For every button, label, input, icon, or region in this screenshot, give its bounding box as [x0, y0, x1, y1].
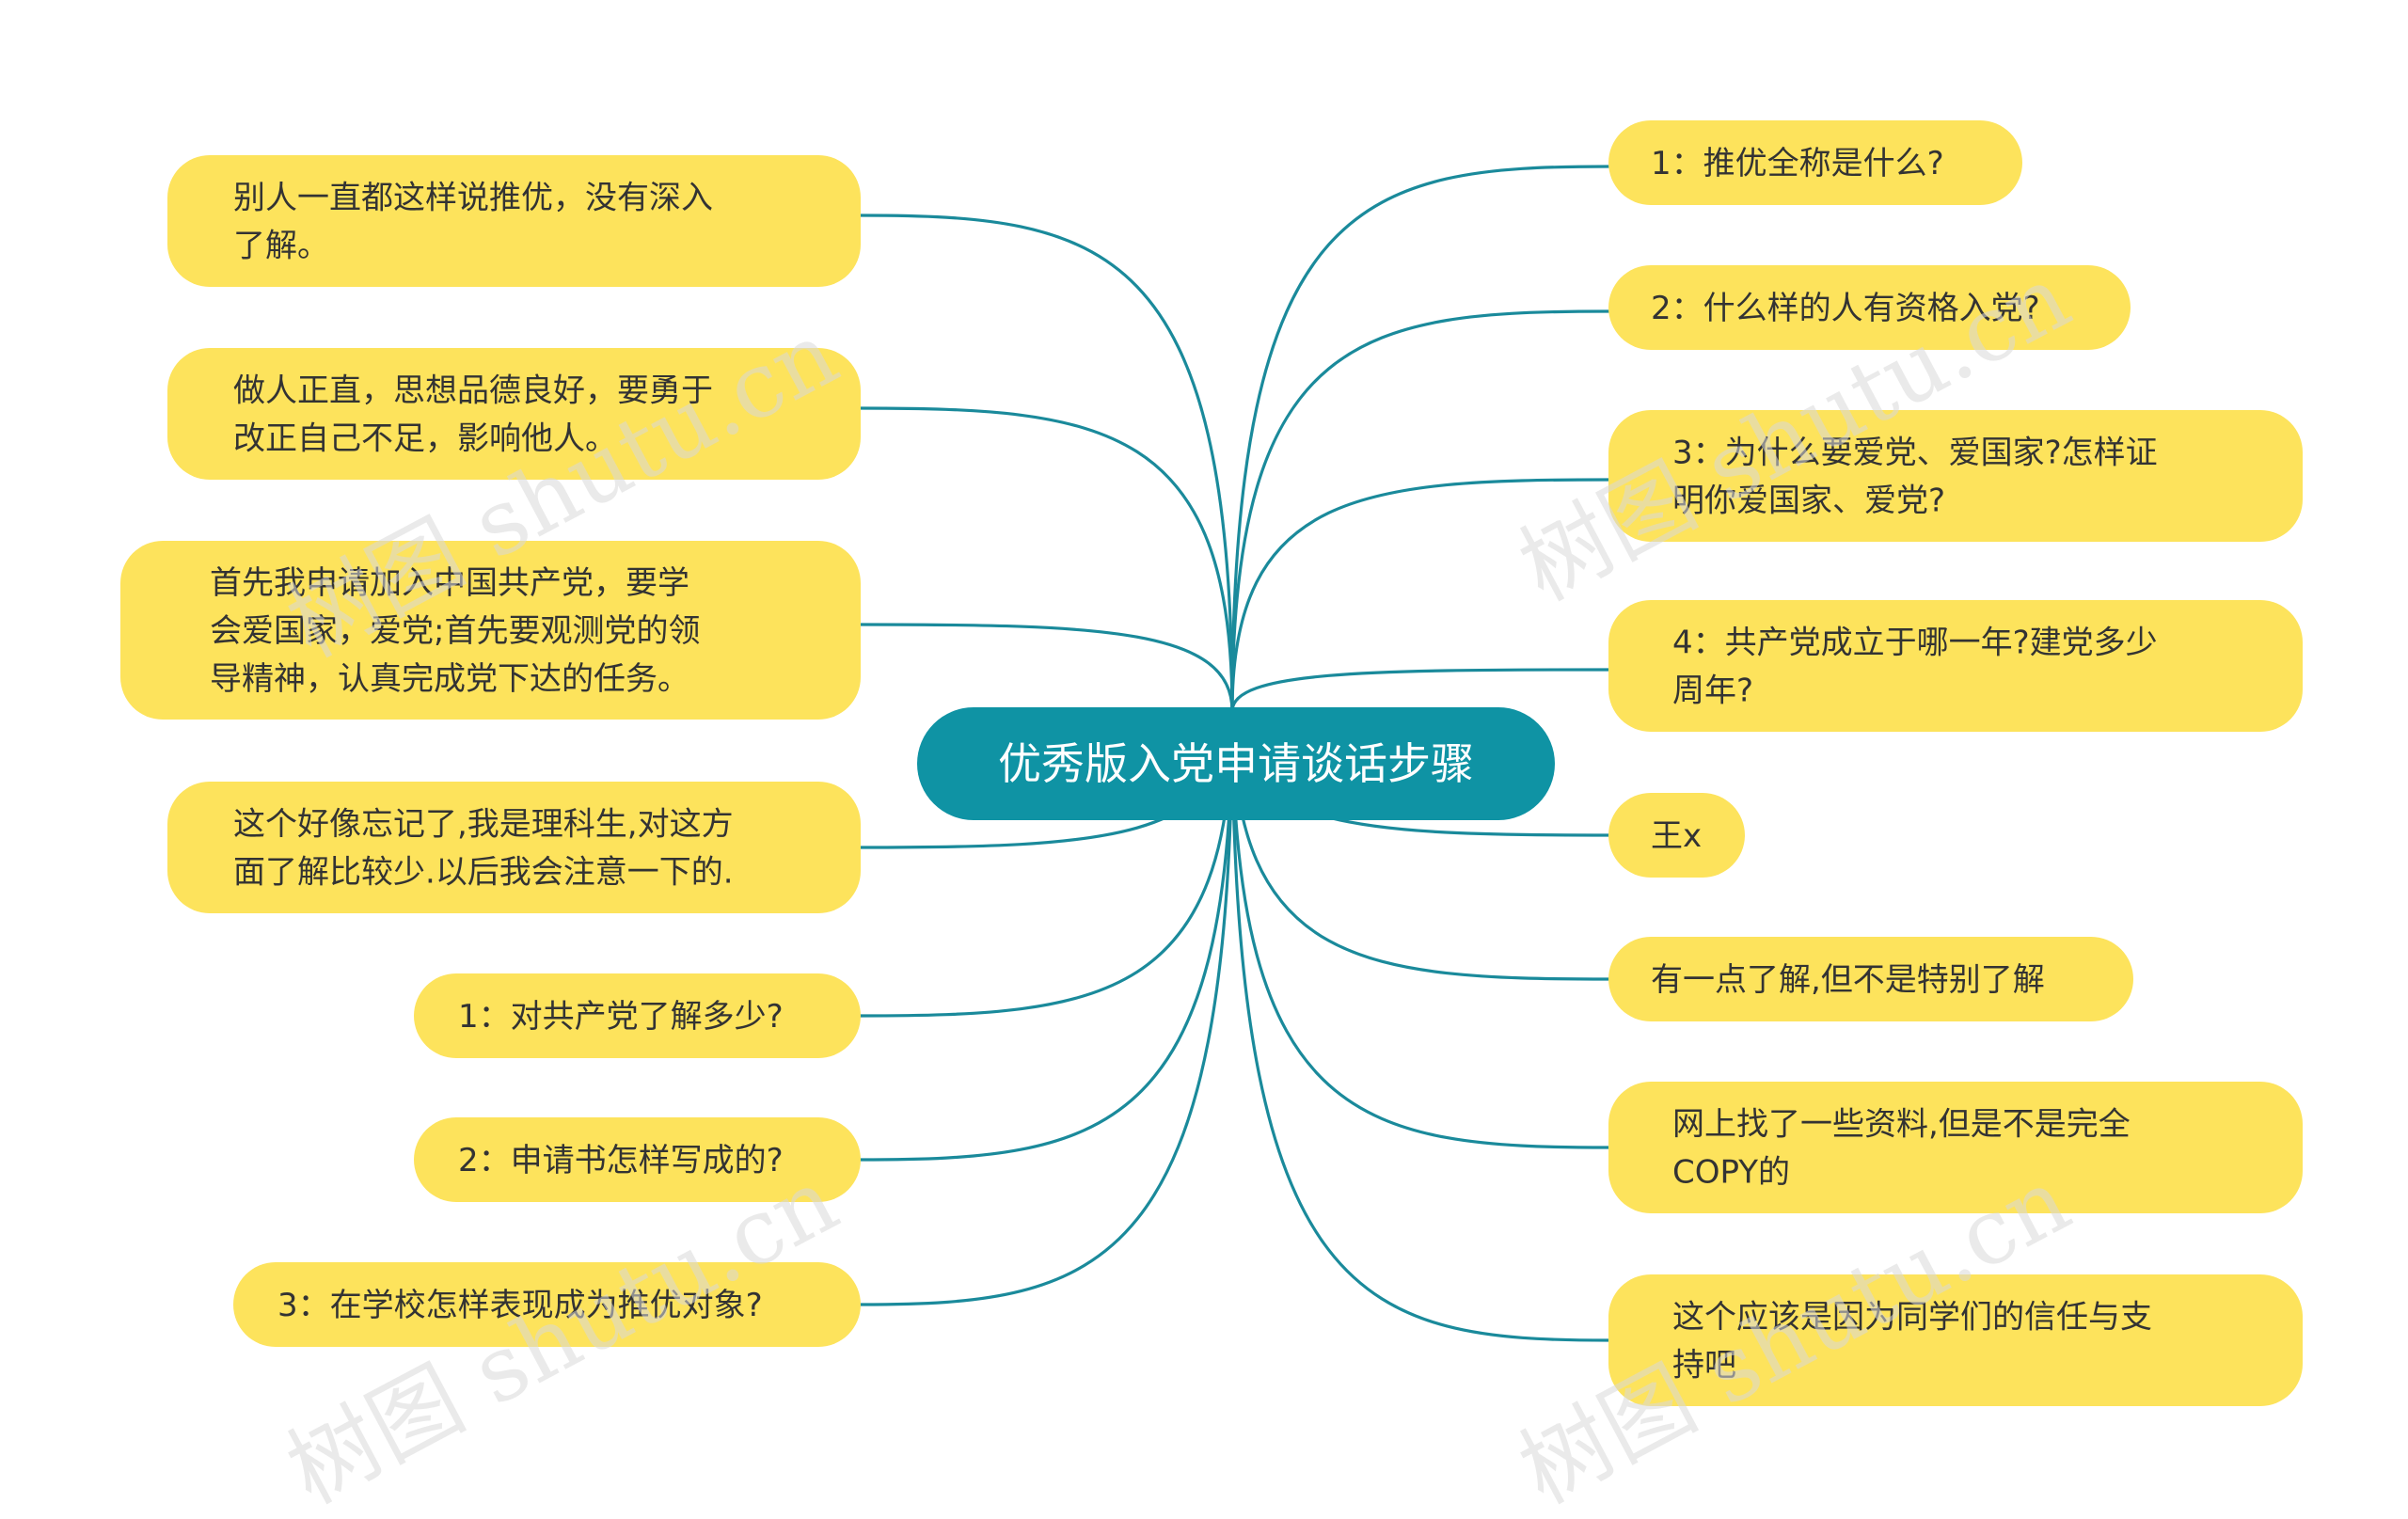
left-node-2-box — [167, 348, 861, 480]
right-node-5[interactable]: 王x — [1608, 793, 1745, 878]
left-node-2-line-2: 改正自己不足，影响他人。 — [233, 420, 617, 458]
left-node-1-box — [167, 155, 861, 287]
center-node[interactable]: 优秀版入党申请谈话步骤 — [917, 707, 1555, 820]
right-node-4-line-1: 4：共产党成立于哪一年?建党多少 — [1672, 625, 2158, 662]
right-node-1-line-1: 1：推优全称是什么? — [1651, 145, 1944, 182]
left-node-3-line-3: 导精神，认真完成党下达的任务。 — [210, 660, 689, 698]
left-node-4-box — [167, 782, 861, 913]
edge-right-1 — [1230, 165, 1610, 713]
right-node-8-line-2: 持吧 — [1672, 1347, 1736, 1385]
right-node-3-line-1: 3：为什么要爱党、爱国家?怎样证 — [1672, 435, 2158, 472]
left-node-7-line-1: 3：在学校怎样表现成为推优对象? — [277, 1287, 763, 1324]
edge-right-2 — [1230, 309, 1610, 713]
right-node-1[interactable]: 1：推优全称是什么? — [1608, 120, 2022, 205]
right-node-7[interactable]: 网上找了一些资料,但是不是完全 COPY的 — [1608, 1082, 2303, 1213]
right-node-3-box — [1608, 410, 2303, 542]
nodes-layer: 别人一直都这样说推优，没有深入了解。做人正直，思想品德良好，要勇于改正自己不足，… — [120, 120, 2303, 1406]
right-node-7-box — [1608, 1082, 2303, 1213]
edge-left-6 — [859, 709, 1234, 1162]
edge-left-3 — [859, 623, 1234, 713]
right-node-8-box — [1608, 1274, 2303, 1406]
edge-left-7 — [859, 709, 1234, 1306]
right-node-5-line-1: 王x — [1651, 817, 1702, 855]
right-node-3-line-2: 明你爱国家、爱党? — [1672, 483, 1945, 520]
right-node-2-line-1: 2：什么样的人有资格入党? — [1651, 290, 2040, 327]
left-node-7[interactable]: 3：在学校怎样表现成为推优对象? — [233, 1262, 861, 1347]
center-node-title: 优秀版入党申请谈话步骤 — [998, 738, 1474, 789]
right-node-6-box — [1608, 937, 2133, 1021]
right-node-7-line-2: COPY的 — [1672, 1154, 1790, 1192]
right-node-4-box — [1608, 600, 2303, 732]
left-node-2-line-1: 做人正直，思想品德良好，要勇于 — [233, 372, 713, 410]
left-node-3-box — [120, 541, 861, 720]
left-node-5[interactable]: 1：对共产党了解多少? — [414, 973, 861, 1058]
left-node-3-line-1: 首先我申请加入中国共产党，要学 — [210, 564, 689, 602]
right-node-2[interactable]: 2：什么样的人有资格入党? — [1608, 265, 2131, 350]
left-node-1-line-2: 了解。 — [233, 228, 329, 265]
right-node-7-line-1: 网上找了一些资料,但是不是完全 — [1672, 1106, 2131, 1144]
right-node-1-box — [1608, 120, 2022, 205]
left-node-7-box — [233, 1262, 861, 1347]
left-node-4-line-1: 这个好像忘记了,我是理科生,对这方 — [233, 806, 734, 844]
right-node-2-box — [1608, 265, 2131, 350]
edge-right-4 — [1230, 668, 1610, 713]
left-node-6-line-1: 2：申请书怎样写成的? — [458, 1142, 784, 1179]
edge-right-3 — [1230, 478, 1610, 713]
right-node-8-line-1: 这个应该是因为同学们的信任与支 — [1672, 1299, 2152, 1337]
right-node-6[interactable]: 有一点了解,但不是特别了解 — [1608, 937, 2133, 1021]
left-node-4-line-2: 面了解比较少.以后我会注意一下的. — [233, 854, 734, 892]
left-node-6-box — [414, 1117, 861, 1202]
edge-left-1 — [859, 214, 1234, 713]
left-node-6[interactable]: 2：申请书怎样写成的? — [414, 1117, 861, 1202]
edge-right-8 — [1230, 709, 1610, 1342]
left-node-3-line-2: 会爱国家，爱党;首先要观测党的领 — [210, 612, 700, 650]
right-node-4-line-2: 周年? — [1672, 672, 1753, 710]
left-node-5-line-1: 1：对共产党了解多少? — [458, 998, 784, 1036]
left-node-1-line-1: 别人一直都这样说推优，没有深入 — [233, 180, 713, 217]
right-node-6-line-1: 有一点了解,但不是特别了解 — [1651, 961, 2045, 999]
edge-right-7 — [1230, 709, 1610, 1149]
left-node-5-box — [414, 973, 861, 1058]
left-node-3[interactable]: 首先我申请加入中国共产党，要学会爱国家，爱党;首先要观测党的领导精神，认真完成党… — [120, 541, 861, 720]
center-node-box — [917, 707, 1555, 820]
edge-left-2 — [859, 406, 1234, 713]
right-node-5-box — [1608, 793, 1745, 878]
